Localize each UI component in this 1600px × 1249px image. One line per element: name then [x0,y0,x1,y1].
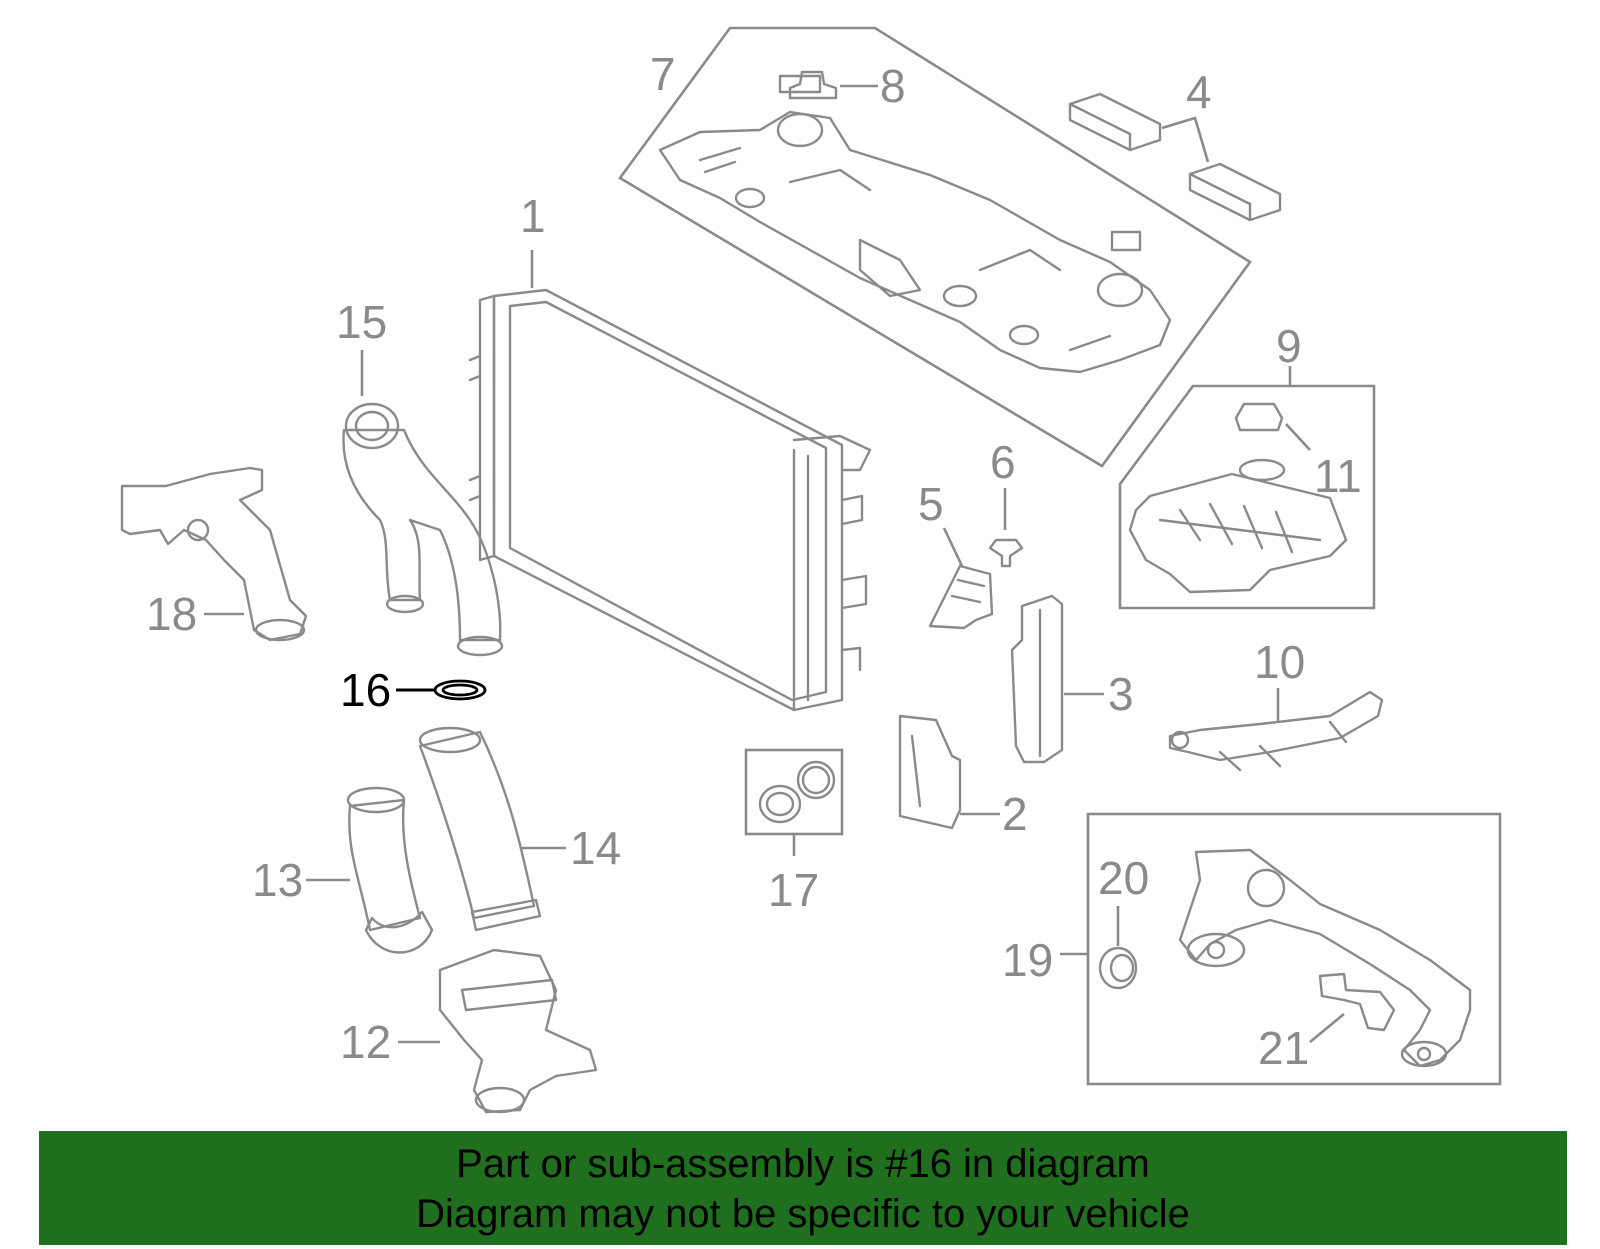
part-2-baffle: 2 [898,714,1028,840]
part-17-seal-kit: 17 [744,748,844,916]
svg-text:14: 14 [570,822,621,874]
svg-text:9: 9 [1276,320,1302,372]
svg-text:15: 15 [336,296,387,348]
svg-text:21: 21 [1258,1022,1309,1074]
part-18-coolant-pipe: 18 [120,466,308,642]
part-21-sensor: 21 [1258,972,1396,1074]
part-16-o-ring: 16 [340,664,487,716]
part-4-pads: 4 [1068,66,1282,222]
part-6-bolt: 6 [988,436,1024,568]
svg-text:5: 5 [918,478,944,530]
part-8-grommet: 8 [788,60,906,112]
svg-text:1: 1 [520,190,546,242]
parts-diagram: 7 8 4 1 15 [120,26,1502,1114]
svg-text:16: 16 [340,664,391,716]
part-20-seal: 20 [1098,852,1149,990]
part-3-air-deflector: 3 [1010,594,1134,764]
svg-text:13: 13 [252,854,303,906]
svg-text:3: 3 [1108,668,1134,720]
svg-text:4: 4 [1186,66,1212,118]
banner-line-1: Part or sub-assembly is #16 in diagram [456,1142,1150,1186]
part-12-thermostat-housing: 12 [340,948,598,1114]
callout-7: 7 [650,48,676,100]
svg-text:8: 8 [880,60,906,112]
svg-text:2: 2 [1002,788,1028,840]
svg-text:17: 17 [768,864,819,916]
svg-text:10: 10 [1254,636,1305,688]
part-5-bracket: 5 [918,478,994,630]
part-1-radiator: 1 [468,190,872,712]
svg-text:19: 19 [1002,934,1053,986]
svg-text:7: 7 [650,48,676,100]
svg-text:11: 11 [1314,450,1362,502]
part-19-coolant-pipe-assembly: 19 [1002,812,1502,1086]
part-13-hose: 13 [252,786,434,954]
part-14-hose: 14 [418,726,621,932]
svg-text:12: 12 [340,1016,391,1068]
part-11-tank-cap: 11 [1234,402,1362,502]
part-10-support-bracket: 10 [1168,636,1384,772]
notice-banner: Part or sub-assembly is #16 in diagram D… [39,1131,1567,1245]
part-9-expansion-tank: 9 [1118,320,1376,610]
part-15-upper-hose: 15 [336,296,504,657]
svg-text:20: 20 [1098,852,1149,904]
part-7-cover-panel [618,26,1252,468]
banner-line-2: Diagram may not be specific to your vehi… [416,1192,1190,1236]
svg-text:6: 6 [990,436,1016,488]
svg-text:18: 18 [146,588,197,640]
